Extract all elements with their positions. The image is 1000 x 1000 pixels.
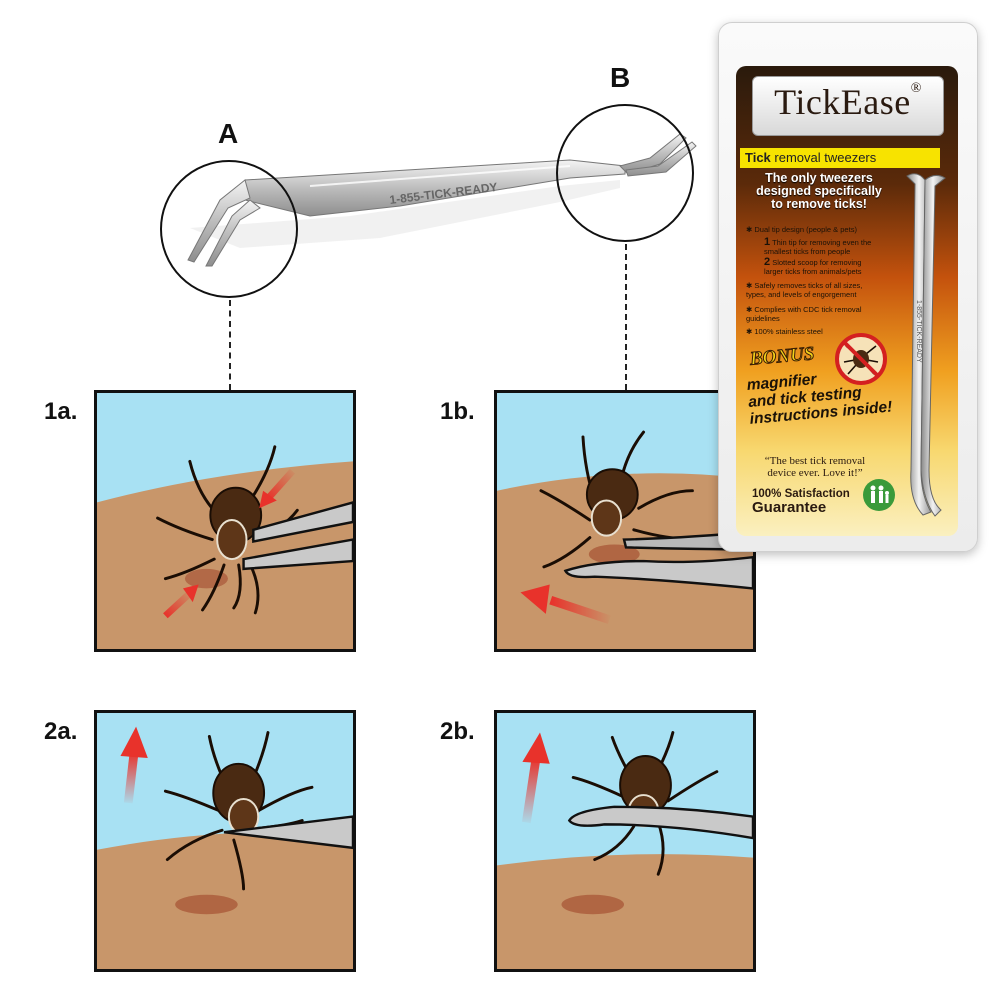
feature-item: ✱ 100% stainless steel <box>746 327 823 336</box>
feature-item: ✱ Complies with CDC tick removal guideli… <box>746 305 862 323</box>
headline-line: designed specifically <box>756 184 882 198</box>
package-tweezers: 1-855-TICK-READY <box>906 173 946 517</box>
feature-item: ✱ Safely removes ticks of all sizes, typ… <box>746 281 863 299</box>
package-headline: The only tweezers designed specifically … <box>744 172 894 211</box>
callout-a-circle <box>160 160 298 298</box>
connector-a <box>229 300 231 390</box>
panel-1b <box>494 390 756 652</box>
testimonial-quote: “The best tick removal device ever. Love… <box>764 455 866 479</box>
brand-name: TickEase <box>774 82 911 122</box>
callout-a-label: A <box>218 118 239 149</box>
step-label-1b: 1b. <box>440 398 475 425</box>
panel-2b <box>494 710 756 972</box>
step-label-2b: 2b. <box>440 718 475 745</box>
headline-line: to remove ticks! <box>771 197 867 211</box>
brand-logo: TickEase® <box>752 76 944 136</box>
tagline-bold: Tick <box>745 150 771 165</box>
feature-item: 2 Slotted scoop for removing larger tick… <box>764 256 862 276</box>
callout-b-label: B <box>610 62 631 93</box>
connector-b <box>625 244 627 390</box>
panel-2a <box>94 710 356 972</box>
headline-line: The only tweezers <box>765 171 873 185</box>
family-icon <box>863 479 895 511</box>
feature-item: 1 Thin tip for removing even the smalles… <box>764 236 872 256</box>
registered-mark: ® <box>910 81 922 96</box>
feature-item: ✱ Dual tip design (people & pets) <box>746 225 857 234</box>
package-tool-engraving: 1-855-TICK-READY <box>915 300 922 363</box>
step-label-1a: 1a. <box>44 398 78 425</box>
tick-1a <box>156 445 299 615</box>
satisfaction-guarantee: 100% Satisfaction Guarantee <box>752 488 850 516</box>
tagline-rest: removal tweezers <box>770 150 877 165</box>
step-label-2a: 2a. <box>44 718 78 745</box>
tagline-banner: Tick removal tweezers <box>740 148 940 168</box>
callout-b-circle <box>556 104 694 242</box>
no-tick-icon <box>835 333 887 385</box>
panel-1a <box>94 390 356 652</box>
